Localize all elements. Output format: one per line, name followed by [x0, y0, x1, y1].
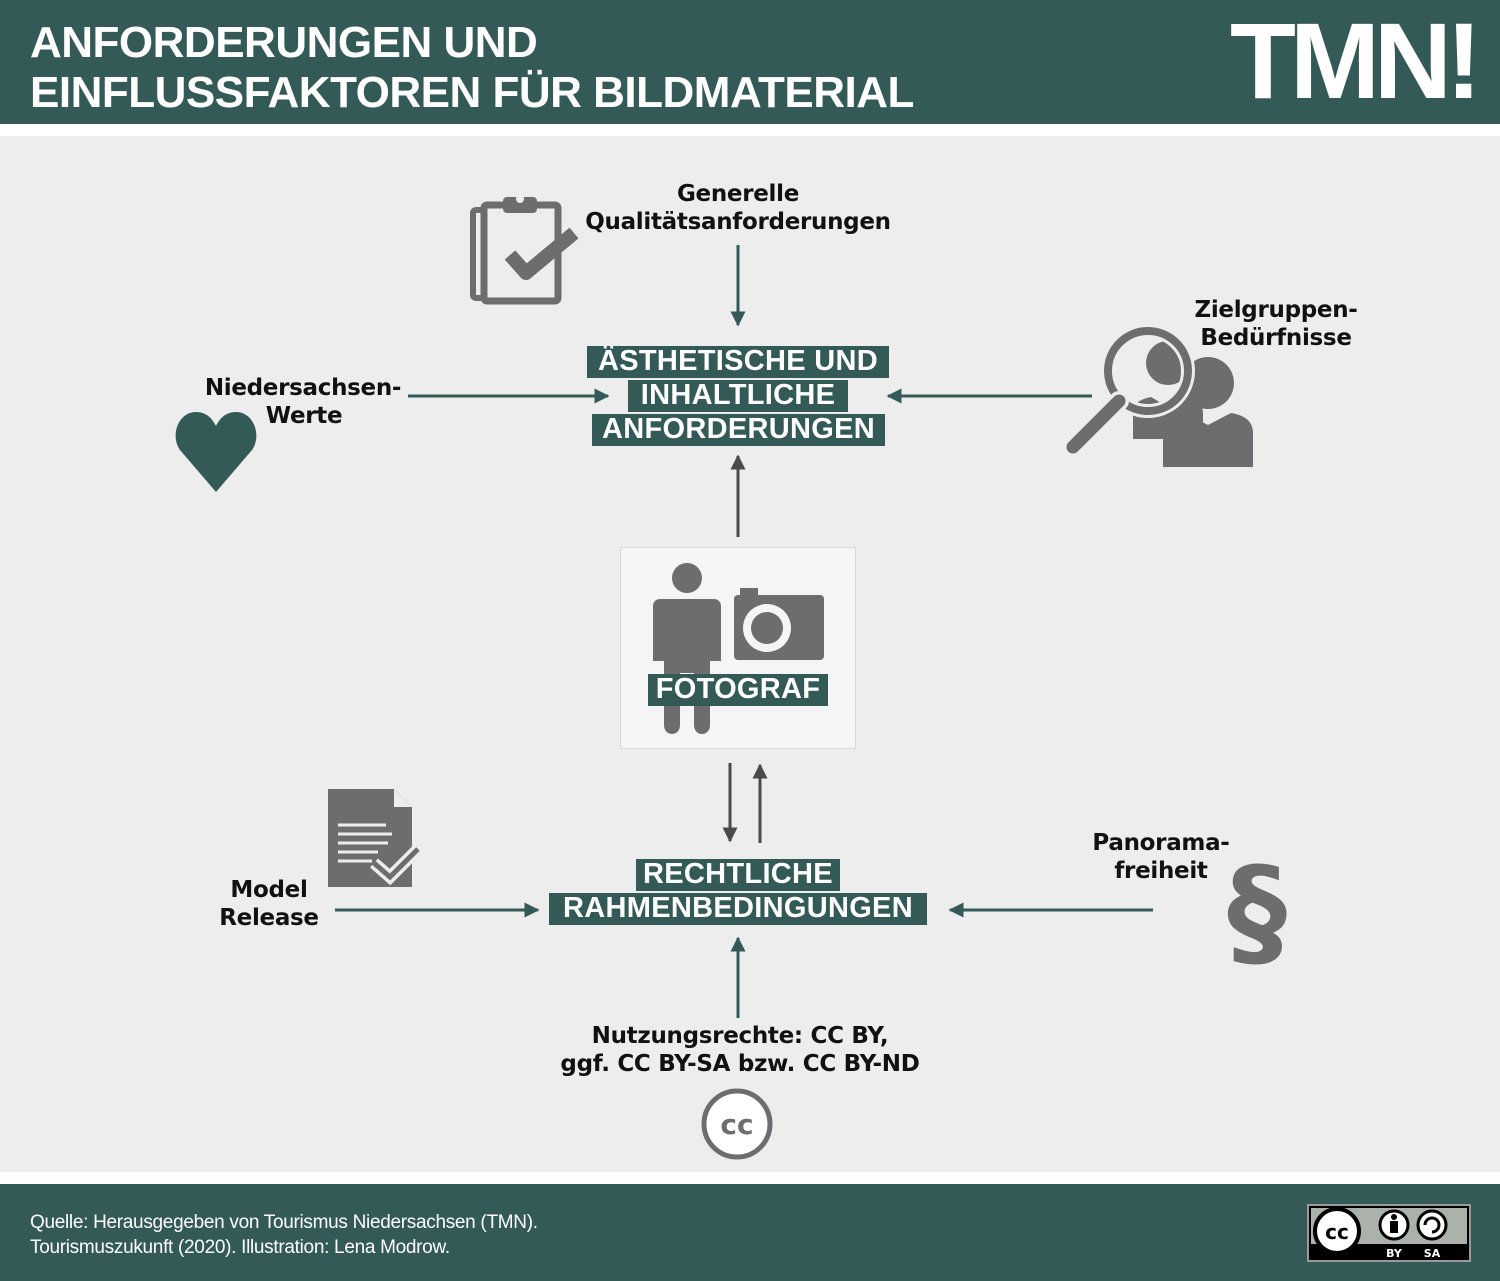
cc-by-sa-badge: cc BY SA: [1307, 1204, 1471, 1262]
label-values: Niedersachsen- Werte: [190, 374, 416, 430]
label-target-line-2: Bedürfnisse: [1200, 325, 1352, 351]
tag-photographer: FOTOGRAF: [648, 674, 828, 706]
label-target: Zielgruppen- Bedürfnisse: [1180, 296, 1372, 352]
title-line-1: ANFORDERUNGEN UND: [30, 18, 538, 67]
page-title: ANFORDERUNGEN UND EINFLUSSFAKTOREN FÜR B…: [30, 18, 914, 118]
header-bar: [0, 0, 1500, 124]
source-line-1: Quelle: Herausgegeben von Tourismus Nied…: [30, 1212, 538, 1233]
label-rights-line-1: Nutzungsrechte: CC BY,: [591, 1023, 889, 1049]
tag-aesthetic-line-3: ANFORDERUNGEN: [592, 414, 885, 446]
label-panorama-line-1: Panorama-: [1092, 830, 1230, 856]
label-panorama: Panorama- freiheit: [1075, 829, 1247, 885]
tag-legal-line-1: RECHTLICHE: [636, 859, 840, 891]
magnifier-people-icon: [1063, 325, 1253, 467]
label-rights-line-2: ggf. CC BY-SA bzw. CC BY-ND: [560, 1051, 920, 1077]
label-values-line-1: Niedersachsen-: [204, 375, 402, 401]
label-quality: Generelle Qualitätsanforderungen: [560, 180, 916, 236]
source-line-2: Tourismuszukunft (2020). Illustration: L…: [30, 1237, 450, 1258]
document-check-icon: [328, 789, 422, 887]
creative-commons-icon: cc: [701, 1088, 773, 1160]
label-values-line-2: Werte: [265, 403, 343, 429]
label-target-line-1: Zielgruppen-: [1194, 297, 1358, 323]
title-line-2: EINFLUSSFAKTOREN FÜR BILDMATERIAL: [30, 68, 914, 117]
cc-symbol: cc: [720, 1108, 753, 1141]
heart-icon: [175, 412, 257, 492]
badge-cc-text: cc: [1325, 1220, 1349, 1244]
source-credit: Quelle: Herausgegeben von Tourismus Nied…: [30, 1210, 538, 1260]
tmn-logo: TMN!: [1230, 0, 1482, 121]
tag-legal-line-2: RAHMENBEDINGUNGEN: [549, 893, 927, 925]
label-panorama-line-2: freiheit: [1114, 858, 1208, 884]
label-quality-line-2: Qualitätsanforderungen: [585, 209, 891, 235]
tag-aesthetic-line-1: ÄSTHETISCHE UND: [587, 346, 889, 378]
label-model-release: Model Release: [205, 876, 333, 932]
section-sign-icon: §: [1227, 843, 1287, 982]
badge-sa-text: SA: [1424, 1247, 1441, 1260]
camera-icon: [734, 588, 824, 660]
label-model-line-1: Model: [230, 877, 308, 903]
label-model-line-2: Release: [219, 905, 319, 931]
tag-aesthetic-line-2: INHALTLICHE: [628, 380, 848, 412]
label-rights: Nutzungsrechte: CC BY, ggf. CC BY-SA bzw…: [530, 1022, 950, 1078]
badge-by-text: BY: [1386, 1247, 1403, 1260]
label-quality-line-1: Generelle: [676, 181, 800, 207]
clipboard-check-icon: [470, 195, 579, 305]
footer-bar: [0, 1184, 1500, 1281]
